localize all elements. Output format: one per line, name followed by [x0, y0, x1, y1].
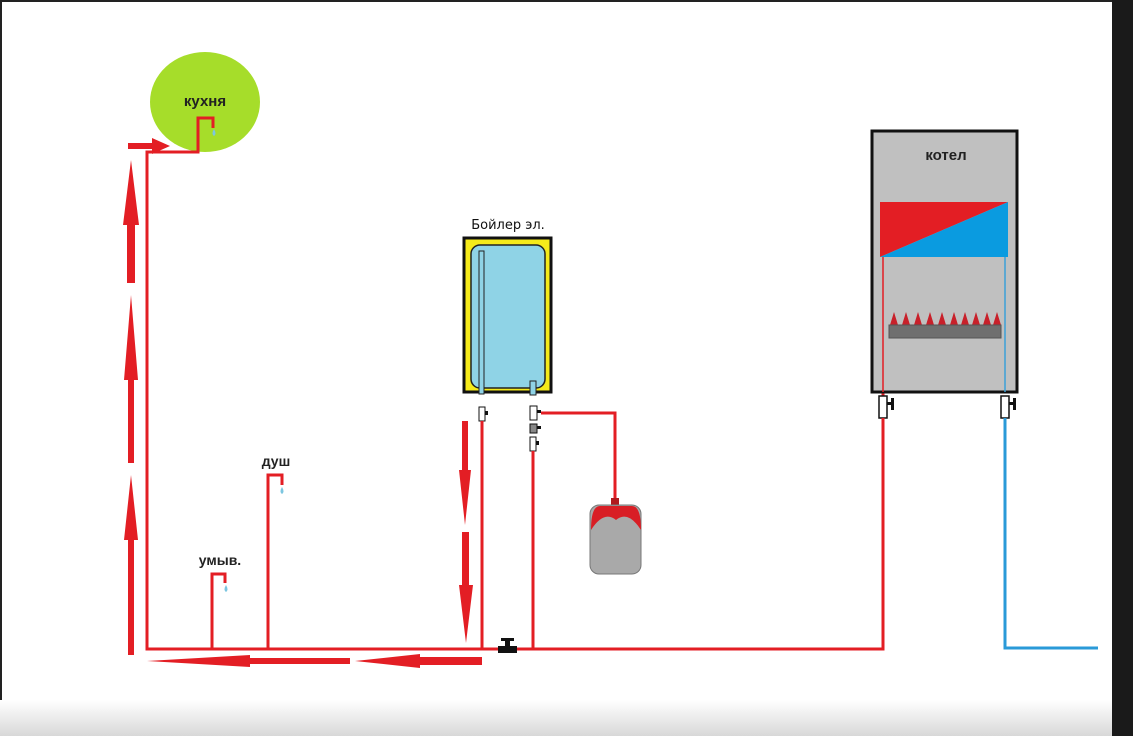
- kitchen-zone: кухня: [150, 52, 260, 152]
- arrow-up-icon: [124, 295, 138, 463]
- water-drop-icon: [280, 487, 284, 494]
- arrow-up-icon: [124, 475, 138, 655]
- supply-valve-icon: [878, 395, 894, 419]
- gas-boiler-label: котел: [925, 147, 966, 164]
- shower-label: душ: [262, 453, 291, 469]
- water-drop-icon: [224, 585, 228, 592]
- electric-boiler: Бойлер эл.: [462, 218, 617, 649]
- electric-boiler-label: Бойлер эл.: [471, 218, 545, 233]
- burner-bar: [888, 324, 1002, 339]
- outlet-valve-icon: [529, 405, 541, 452]
- kitchen-label: кухня: [184, 93, 226, 110]
- arrow-left-icon: [355, 654, 482, 668]
- washbasin-point: умыв.: [199, 552, 241, 649]
- kitchen-faucet: [196, 116, 215, 152]
- burner-flames: [890, 312, 1001, 325]
- gas-boiler: котел: [870, 129, 1019, 419]
- arrow-up-icon: [123, 160, 139, 283]
- shutoff-valve-icon: [498, 638, 517, 653]
- hot-outlet-tube: [529, 380, 537, 396]
- washbasin-label: умыв.: [199, 552, 241, 568]
- arrow-right-icon: [128, 138, 170, 154]
- expansion-tank: [589, 498, 642, 575]
- water-drop-icon: [212, 129, 216, 136]
- arrow-down-icon: [459, 421, 471, 525]
- inlet-valve-icon: [478, 406, 488, 422]
- flow-arrows: [123, 138, 482, 668]
- right-edge: [1112, 0, 1133, 736]
- left-border: [0, 0, 2, 736]
- heat-exchanger: [880, 202, 1008, 257]
- cold-inlet-tube: [478, 250, 485, 395]
- return-valve-icon: [1000, 395, 1016, 419]
- arrow-left-icon: [147, 655, 350, 667]
- bottom-shade: [0, 700, 1112, 736]
- top-border: [0, 0, 1133, 2]
- arrow-down-icon: [459, 532, 473, 643]
- cold-water-pipe: [1003, 418, 1098, 650]
- shower-point: душ: [262, 453, 291, 649]
